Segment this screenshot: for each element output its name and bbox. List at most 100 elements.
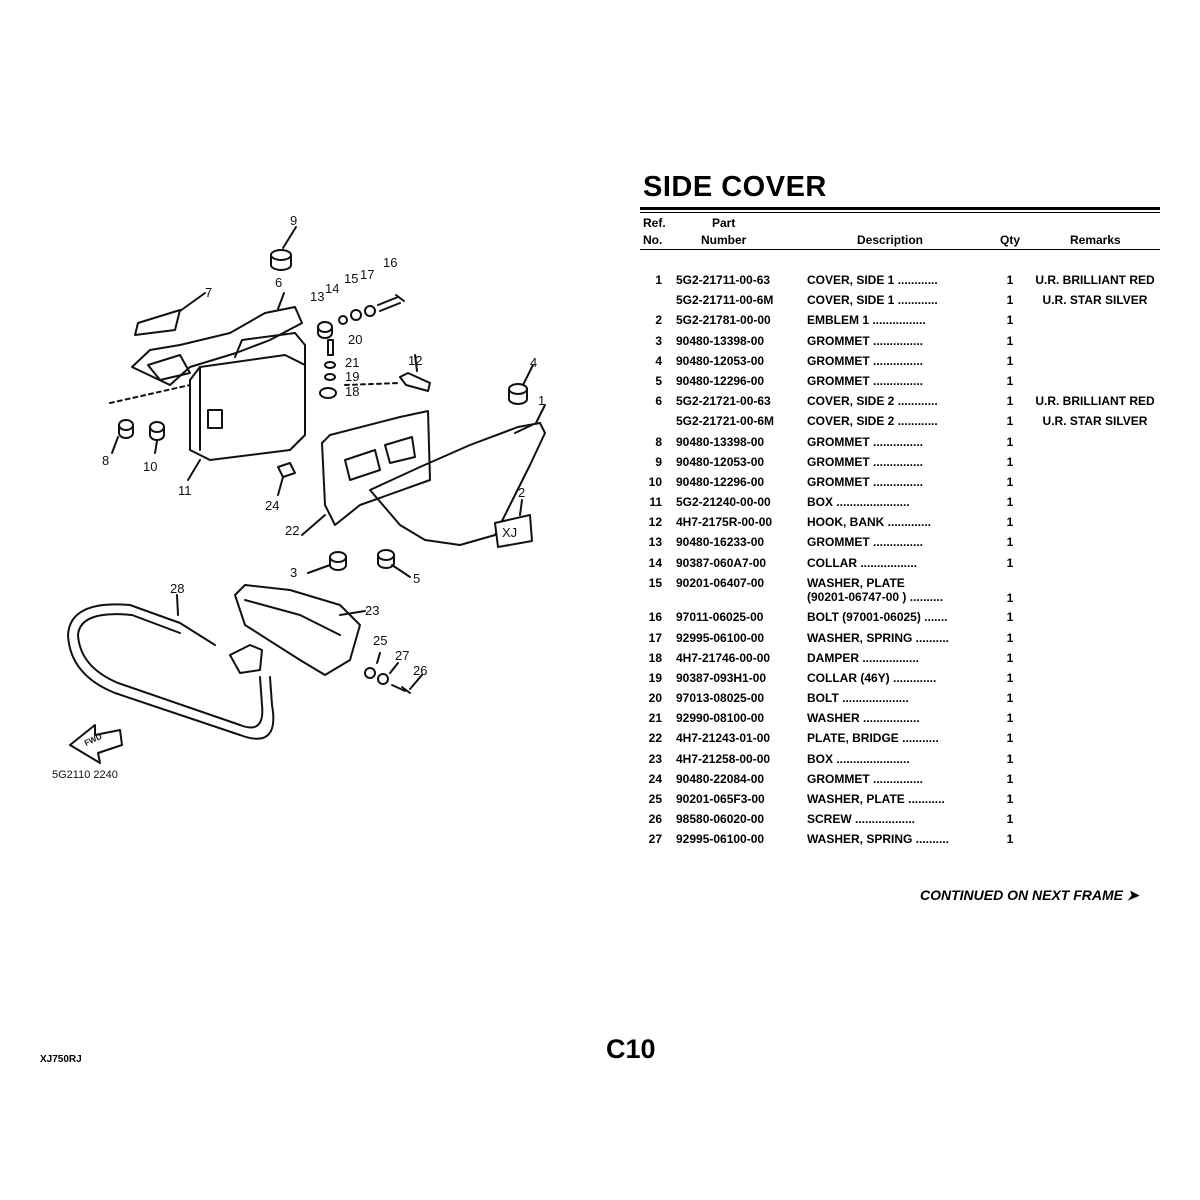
page-title: SIDE COVER: [643, 171, 827, 203]
description: BOLT ....................: [807, 691, 909, 706]
callout-5: 5: [413, 571, 420, 586]
side-cover-exploded-view: XJ: [52, 213, 546, 781]
remarks: U.R. STAR SILVER: [1042, 293, 1148, 308]
callout-11: 11: [178, 483, 192, 498]
quantity: 1: [1006, 495, 1014, 510]
quantity: 1: [1006, 610, 1014, 625]
part-number: 4H7-21243-01-00: [676, 731, 771, 746]
part-number: 5G2-21781-00-00: [676, 313, 771, 328]
callout-3: 3: [290, 565, 297, 580]
description: GROMMET ...............: [807, 535, 924, 550]
remarks: U.R. BRILLIANT RED: [1035, 394, 1155, 409]
callout-27: 27: [395, 648, 409, 663]
forward-arrow-icon: [69, 724, 123, 764]
quantity: 1: [1006, 394, 1014, 409]
description: COVER, SIDE 1 ............: [807, 273, 938, 287]
quantity: 1: [1006, 515, 1014, 530]
hardware-parts-25-27: [364, 652, 423, 694]
description: BOX ......................: [807, 495, 910, 510]
part-number: 90387-093H1-00: [676, 670, 767, 685]
grommet-part-24: [277, 462, 296, 496]
side-cover-1-part-1: [369, 404, 546, 546]
quantity: 1: [1006, 691, 1014, 706]
header-rule: [640, 249, 1160, 250]
callout-21: 21: [345, 355, 359, 370]
part-number: 90480-12053-00: [676, 454, 765, 469]
callout-16: 16: [383, 255, 397, 270]
part-number: 90480-12296-00: [676, 474, 765, 489]
callout-24: 24: [265, 498, 279, 513]
description-line-1: WASHER, PLATE: [807, 575, 905, 590]
quantity: 1: [1006, 771, 1014, 786]
drawing-code: 5G2110 2240: [52, 769, 118, 781]
hook-part-12: [399, 354, 431, 392]
ref-number: 10: [648, 474, 662, 489]
part-number: 92995-06100-00: [676, 630, 765, 645]
quantity: 1: [1006, 454, 1014, 469]
callout-6: 6: [275, 275, 282, 290]
description: COLLAR (46Y) .............: [807, 670, 937, 685]
description: EMBLEM 1 ................: [807, 313, 926, 328]
quantity: 1: [1006, 812, 1014, 827]
part-number: 97011-06025-00: [676, 610, 764, 625]
callout-9: 9: [290, 213, 297, 228]
callout-15: 15: [344, 271, 358, 286]
callout-4: 4: [530, 355, 537, 370]
callout-18: 18: [345, 384, 359, 399]
quantity: 1: [1006, 832, 1014, 847]
quantity: 1: [1006, 273, 1014, 287]
callout-8: 8: [102, 453, 109, 468]
ref-number: 21: [648, 711, 662, 726]
box-part-11: [187, 332, 306, 481]
ref-number: 6: [655, 394, 662, 409]
description: BOX ......................: [807, 751, 910, 766]
grommet-part-9: [270, 226, 297, 271]
callout-19: 19: [345, 369, 359, 384]
ref-number: 3: [655, 333, 662, 348]
ref-number: 5: [655, 373, 662, 388]
ref-number: 9: [655, 454, 662, 469]
continued-note: CONTINUED ON NEXT FRAME ➤: [920, 887, 1139, 903]
description: WASHER .................: [807, 711, 920, 726]
title-rule: [640, 207, 1160, 210]
ref-number: 17: [648, 630, 662, 645]
callout-10: 10: [143, 459, 157, 474]
quantity: 1: [1006, 373, 1014, 388]
callout-23: 23: [365, 603, 379, 618]
callout-22: 22: [285, 523, 299, 538]
description: GROMMET ...............: [807, 373, 924, 388]
part-number: 90480-13398-00: [676, 434, 765, 449]
part-number: 5G2-21721-00-63: [676, 394, 771, 409]
ref-number: 23: [648, 751, 662, 766]
callout-26: 26: [413, 663, 427, 678]
callout-7: 7: [205, 285, 212, 300]
description: SCREW ..................: [807, 812, 916, 827]
callout-20: 20: [348, 332, 362, 347]
ref-number: 27: [648, 832, 662, 847]
quantity: 1: [1006, 414, 1014, 429]
ref-number: 16: [648, 610, 662, 625]
ref-number: 1: [655, 273, 662, 287]
header-part-2: Number: [701, 233, 747, 247]
part-number: 98580-06020-00: [676, 812, 765, 827]
callout-25: 25: [373, 633, 387, 648]
callout-12: 12: [408, 353, 422, 368]
description: PLATE, BRIDGE ...........: [807, 731, 939, 746]
quantity: 1: [1006, 313, 1014, 328]
description: WASHER, SPRING ..........: [807, 832, 950, 847]
